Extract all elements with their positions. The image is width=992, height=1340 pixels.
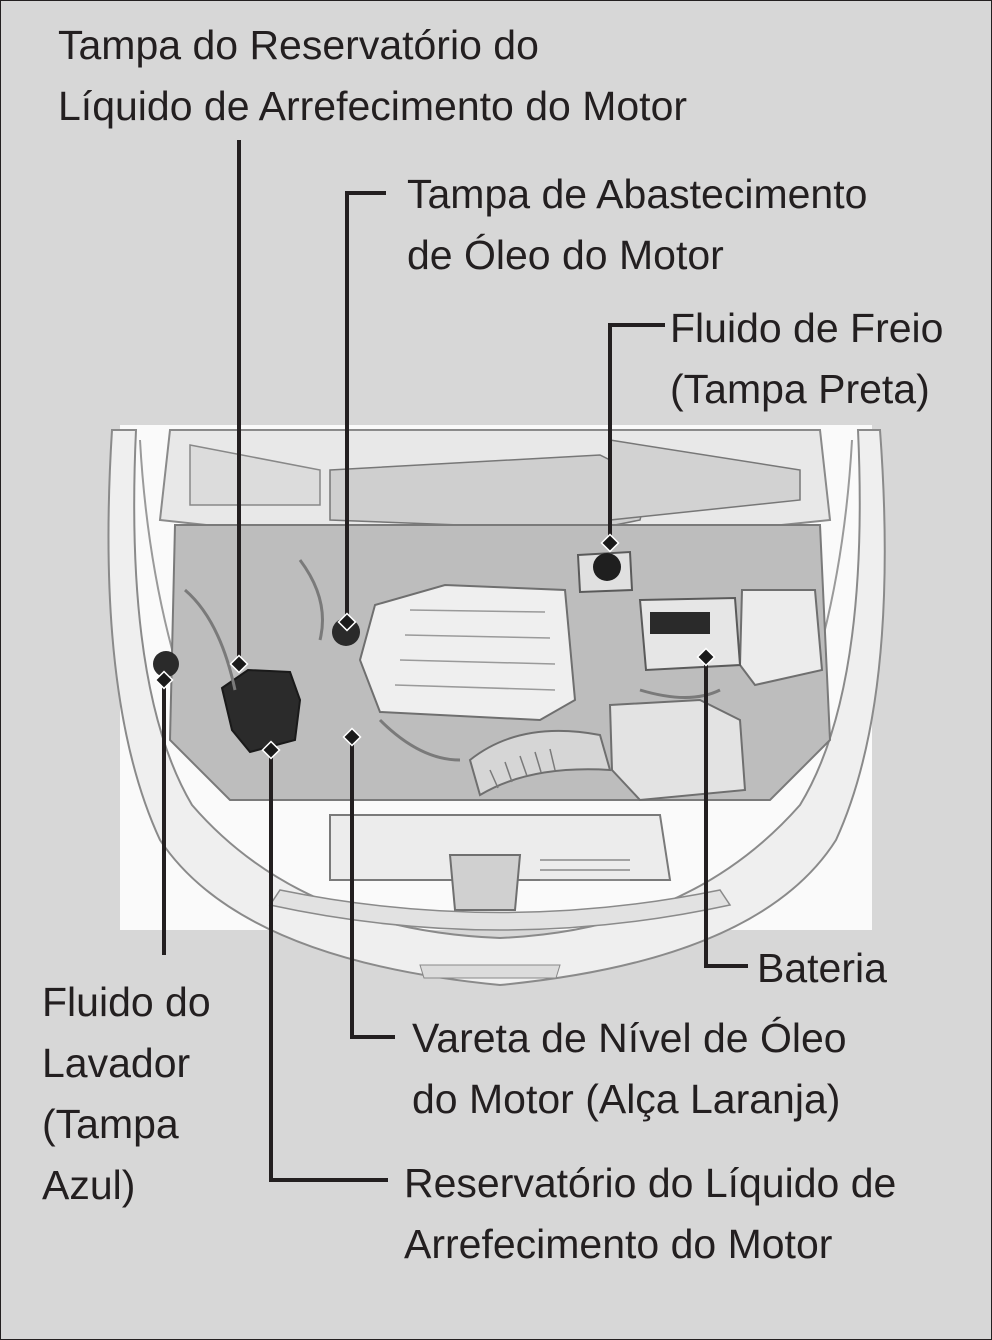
marker-coolant-cap <box>229 654 249 674</box>
marker-brake <box>600 533 620 553</box>
marker-dipstick <box>342 727 362 747</box>
markers <box>154 533 716 760</box>
air-box <box>608 698 747 802</box>
label-coolant-cap: Tampa do Reservatório do Líquido de Arre… <box>58 15 687 137</box>
label-line: Vareta de Nível de Óleo <box>412 1015 847 1061</box>
label-line: Reservatório do Líquido de <box>404 1160 897 1206</box>
label-brake-fluid: Fluido de Freio (Tampa Preta) <box>670 298 943 420</box>
marker-coolant-reservoir <box>261 740 281 760</box>
marker-battery <box>696 647 716 667</box>
engine-cover <box>358 583 577 722</box>
label-line: Bateria <box>757 945 887 991</box>
leader-oil-fill <box>345 191 386 622</box>
washer-cap <box>153 651 179 677</box>
label-line: (Tampa Preta) <box>670 366 930 412</box>
label-line: Arrefecimento do Motor <box>404 1221 833 1267</box>
front-bumper <box>107 429 886 987</box>
label-oil-fill-cap: Tampa de Abastecimento de Óleo do Motor <box>407 164 867 286</box>
label-line: Líquido de Arrefecimento do Motor <box>58 83 688 129</box>
intake-hose <box>468 729 612 797</box>
leader-brake <box>608 323 665 543</box>
leader-dipstick <box>350 737 395 1039</box>
leader-coolant-reservoir <box>269 750 388 1182</box>
label-line: do Motor (Alça Laranja) <box>412 1076 841 1122</box>
leader-battery <box>704 657 748 968</box>
brake-cap <box>593 553 621 581</box>
label-dipstick: Vareta de Nível de Óleo do Motor (Alça L… <box>412 1008 847 1130</box>
wiper-cowl <box>329 454 651 531</box>
label-line: Azul) <box>42 1162 136 1208</box>
coolant-reservoir-tank <box>220 668 302 754</box>
label-line: Fluido do <box>42 979 211 1025</box>
label-line: de Óleo do Motor <box>407 232 724 278</box>
label-washer-fluid: Fluido do Lavador (Tampa Azul) <box>42 972 211 1216</box>
label-coolant-reservoir: Reservatório do Líquido de Arrefecimento… <box>404 1153 896 1275</box>
fuse-box <box>738 589 824 687</box>
marker-washer <box>154 670 174 690</box>
label-line: Tampa de Abastecimento <box>407 171 868 217</box>
label-line: Fluido de Freio <box>670 305 944 351</box>
label-line: (Tampa <box>42 1101 179 1147</box>
radiator-support <box>329 814 672 881</box>
label-battery: Bateria <box>757 938 887 999</box>
marker-oil-fill <box>337 612 357 632</box>
leader-lines <box>162 140 748 1182</box>
label-line: Tampa do Reservatório do <box>58 22 539 68</box>
label-line: Lavador <box>42 1040 191 1086</box>
